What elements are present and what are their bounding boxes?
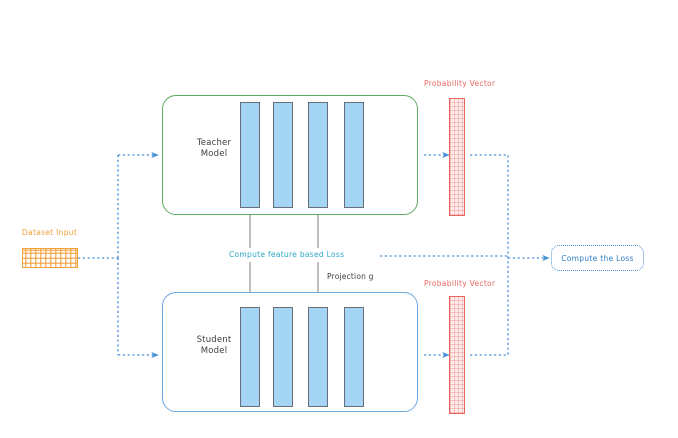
teacher-layer-bar-4 (344, 102, 364, 208)
teacher-layer-bar-2 (273, 102, 293, 208)
teacher-model-label: Teacher Model (196, 138, 232, 159)
teacher-layer-bar-3 (308, 102, 328, 208)
compute-the-loss-label: Compute the Loss (561, 253, 634, 263)
student-probability-vector (449, 296, 465, 414)
teacher-model-box[interactable]: Teacher Model (162, 95, 418, 215)
dataset-input-box[interactable] (22, 248, 78, 268)
student-model-label: Student Model (196, 335, 232, 356)
teacher-layer-bar-1 (240, 102, 260, 208)
projection-label: Projection g (327, 272, 374, 281)
compute-the-loss-node[interactable]: Compute the Loss (551, 245, 644, 271)
dataset-input-label: Dataset Input (22, 228, 78, 237)
student-probability-vector-label: Probability Vector (424, 279, 496, 288)
teacher-probability-vector-label: Probability Vector (424, 79, 496, 88)
student-model-box[interactable]: Student Model (162, 292, 418, 412)
teacher-probability-vector (449, 98, 465, 216)
arrow-dataset-to-split (78, 155, 119, 355)
student-layer-bar-1 (240, 307, 260, 407)
student-layer-bar-2 (273, 307, 293, 407)
student-layer-bar-3 (308, 307, 328, 407)
arrow-teacher-prob-to-loss (470, 154, 509, 258)
student-layer-bar-4 (344, 307, 364, 407)
arrow-student-prob-to-loss (470, 258, 509, 356)
feature-loss-label: Compute feature based Loss (229, 250, 345, 259)
